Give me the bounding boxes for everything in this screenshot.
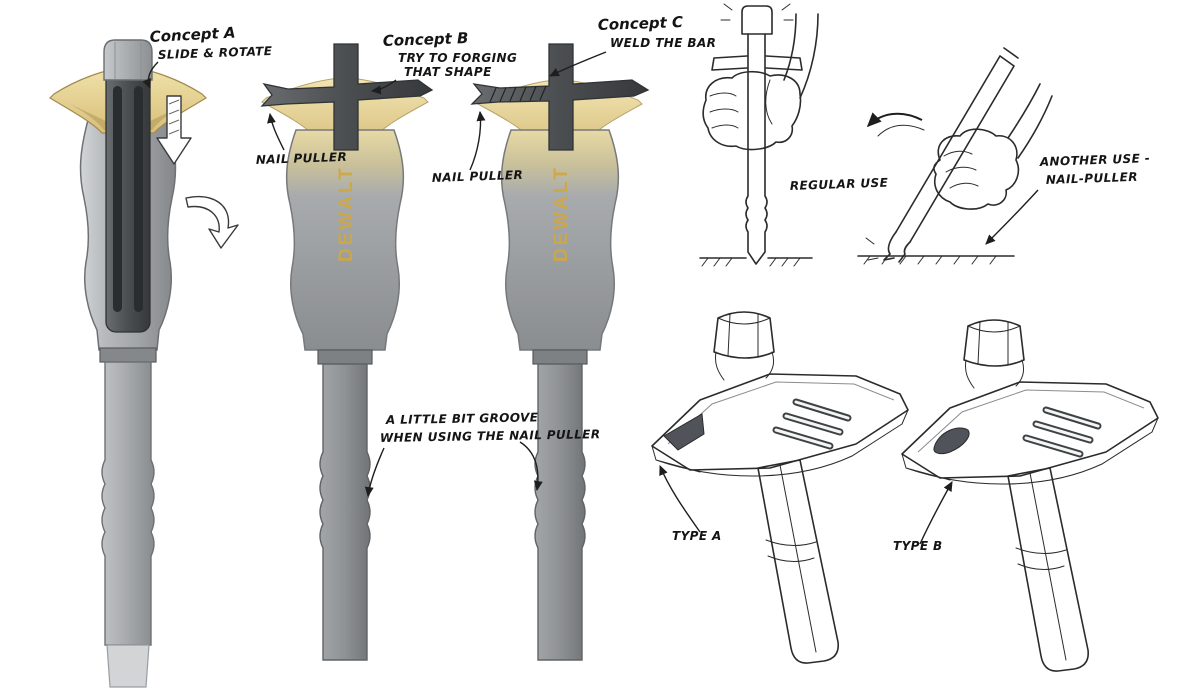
concept-a-collar (99, 347, 157, 363)
concept-c-welded-bar-head (470, 43, 650, 151)
plate-bevel-line (917, 389, 1145, 453)
nail-puller-c-leader (469, 110, 486, 171)
concept-b-handle (285, 129, 405, 351)
claw-tip (883, 231, 911, 263)
concept-a-shaft-tip (106, 644, 150, 688)
concept-c-collar (532, 349, 588, 365)
head-plate (901, 381, 1159, 479)
hex-boss-facets (967, 321, 1021, 366)
plate-thickness-edges (901, 417, 1159, 485)
nail-puller-b-leader (267, 112, 285, 151)
concept-a-label: Concept A (149, 24, 236, 46)
bar-edges (745, 33, 768, 265)
concept-c-label: Concept C (598, 13, 684, 34)
forearm-lines (1007, 83, 1053, 159)
concept-a-shaft (101, 361, 155, 646)
boss-neck (715, 351, 775, 381)
regular-use-label: REGULAR USE (790, 176, 889, 193)
regular-use-sketch (699, 3, 819, 267)
type-a-head-sketch (651, 311, 909, 664)
concept-b-note-1: TRY TO FORGING (398, 51, 517, 65)
plate-slots (1022, 406, 1102, 458)
concept-b-label: Concept B (383, 29, 469, 50)
forearm-lines (783, 13, 819, 99)
concept-a-hex-cap (103, 39, 153, 81)
head-plate (651, 373, 909, 471)
type-a-label: TYPE A (672, 529, 722, 543)
hammer-cap (741, 5, 773, 35)
concept-a-insert-slot-right (134, 86, 143, 312)
shaft-facet (1029, 472, 1067, 661)
type-b-leader (919, 481, 953, 545)
dewalt-logo-text: DEWALT (551, 165, 572, 262)
ground-hatching (701, 257, 801, 267)
claw-impact-marks (865, 237, 879, 261)
ground-hatching (863, 255, 997, 265)
another-use-leader (985, 189, 1039, 245)
t-head-arms (711, 55, 803, 71)
hex-boss (963, 319, 1025, 367)
boss-neck (965, 359, 1025, 389)
angled-bar (895, 47, 1019, 243)
shaft (757, 459, 840, 664)
groove-note-2: WHEN USING THE NAIL PULLER (380, 427, 601, 445)
shaft-facet (779, 464, 817, 653)
concept-a-cap-facets (114, 42, 142, 79)
plate-thickness-edges (651, 409, 909, 477)
annotations: Concept A SLIDE & ROTATE Concept B TRY T… (142, 13, 1151, 553)
pry-motion-arrow-ribbon (877, 124, 925, 137)
concept-b-note-2: THAT SHAPE (404, 65, 492, 79)
dewalt-logo-text: DEWALT (336, 165, 357, 262)
nail-puller-callout-c: NAIL PULLER (432, 168, 524, 185)
concept-c-leader (548, 51, 607, 77)
concept-b-drawing: DEWALT (260, 43, 434, 661)
concept-b-leader (370, 79, 397, 95)
concept-b-shaft (319, 363, 371, 661)
hex-boss-facets (717, 313, 771, 358)
pulling-hand (933, 128, 1020, 210)
concept-a-slide-insert (105, 55, 151, 333)
nail-puller-callout-b: NAIL PULLER (256, 150, 348, 167)
pry-motion-arrow-icon (866, 112, 923, 128)
plate-slots (772, 398, 852, 450)
rotate-arrow-icon (185, 196, 239, 249)
concept-c-weld-hatching (489, 85, 547, 103)
concept-b-collar (317, 349, 373, 365)
hex-boss (713, 311, 775, 359)
enclosed-puller-slot (933, 427, 970, 455)
slide-down-arrow-icon (156, 95, 192, 165)
another-use-label-1: ANOTHER USE - (1039, 151, 1151, 169)
concept-c-handle (500, 129, 620, 351)
concept-c-drawing: DEWALT (470, 43, 650, 661)
concept-c-shaft (534, 363, 586, 661)
another-use-label-2: NAIL-PULLER (1046, 170, 1139, 187)
concept-a-insert-slot-left (113, 86, 122, 312)
hand-finger-lines (709, 79, 773, 129)
nail-puller-notch (663, 413, 705, 451)
concept-a-leader (142, 61, 159, 90)
gripping-hand (702, 70, 802, 151)
concept-c-note: WELD THE BAR (610, 36, 716, 50)
groove-note-1: A LITTLE BIT GROOVE (385, 410, 539, 427)
shaft-collar (765, 539, 817, 562)
shaft (1007, 467, 1090, 672)
nail-puller-use-sketch (857, 47, 1053, 265)
type-b-label: TYPE B (893, 539, 943, 553)
impact-marks (720, 3, 794, 21)
hand-finger-lines (943, 150, 979, 189)
concept-b-forged-cross-head (260, 43, 434, 151)
type-b-head-sketch (901, 319, 1159, 672)
concept-a-note: SLIDE & ROTATE (158, 44, 273, 62)
groove-leader-left (364, 447, 385, 498)
concept-a-drawing (49, 39, 239, 688)
type-a-leader (659, 464, 701, 533)
groove-leader-right (519, 441, 543, 492)
shaft-collar (1015, 547, 1067, 570)
